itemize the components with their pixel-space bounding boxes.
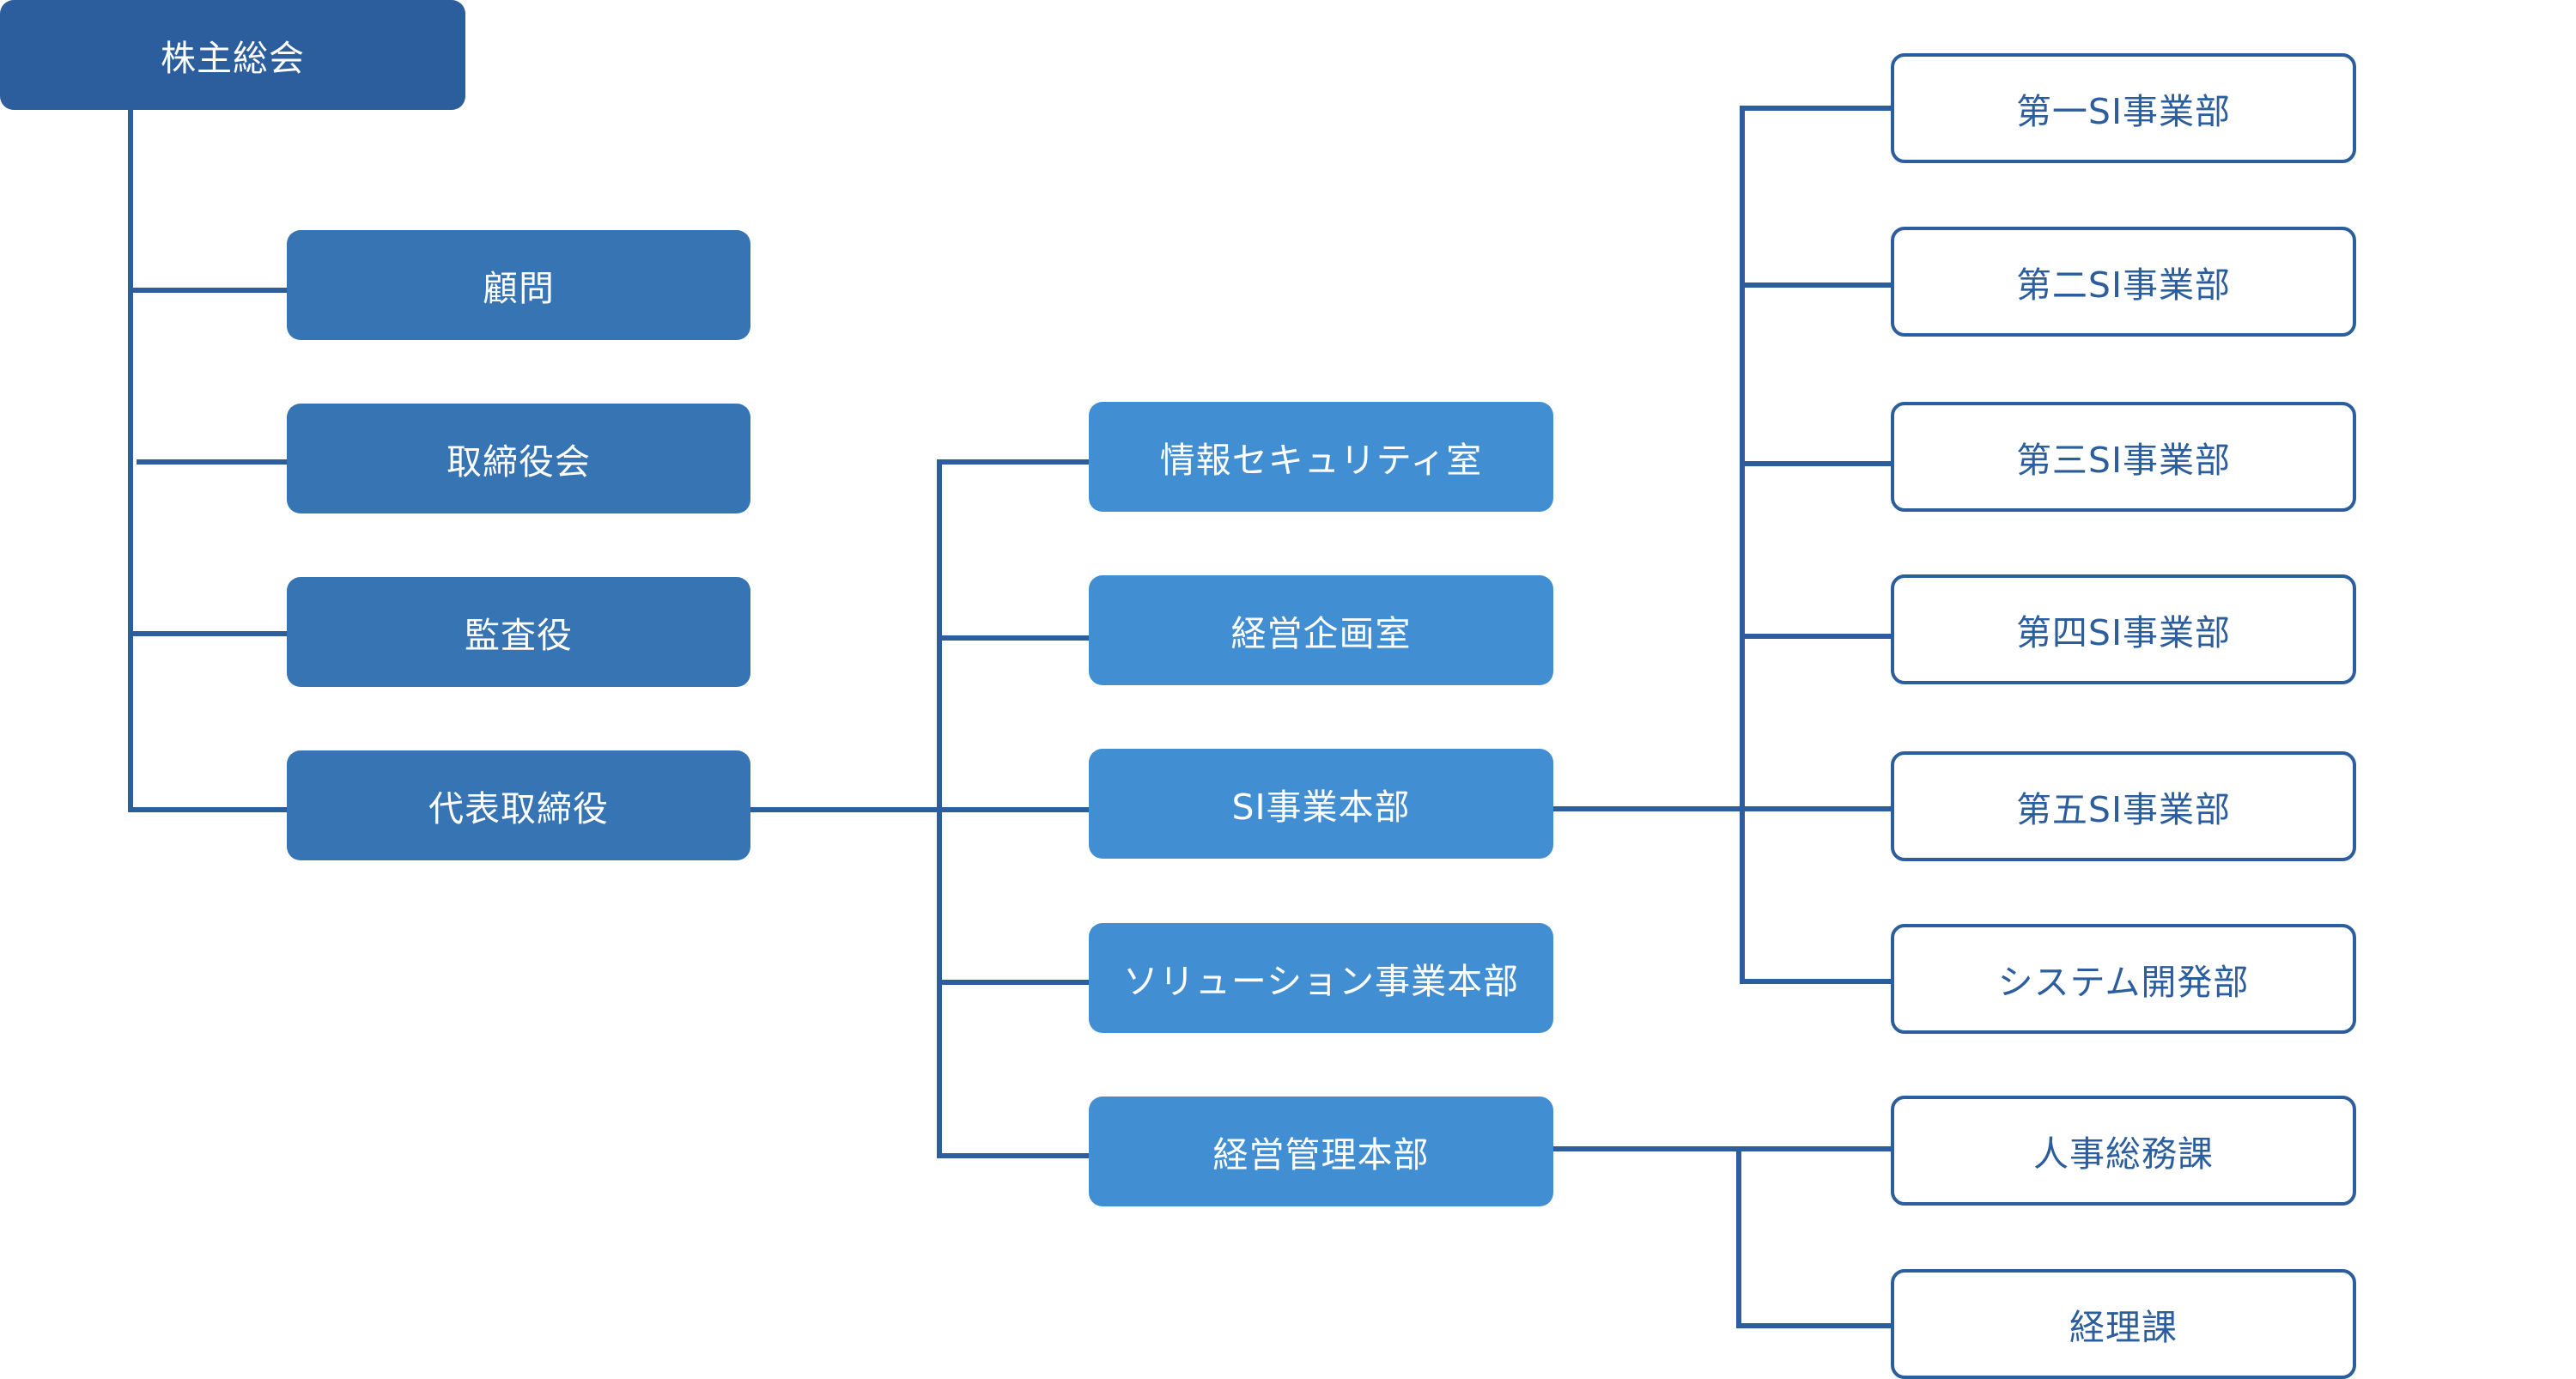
node-auditor: 監査役 (287, 577, 750, 687)
node-solution-division: ソリューション事業本部 (1089, 923, 1553, 1033)
node-system-development-department: システム開発部 (1891, 924, 2356, 1034)
node-si-department-4: 第四SI事業部 (1891, 574, 2356, 684)
node-corporate-planning-office: 経営企画室 (1089, 575, 1553, 685)
node-si-department-2: 第二SI事業部 (1891, 227, 2356, 337)
node-hr-general-affairs-section: 人事総務課 (1891, 1096, 2356, 1206)
node-si-department-1: 第一SI事業部 (1891, 53, 2356, 163)
node-si-department-5: 第五SI事業部 (1891, 751, 2356, 861)
node-si-division: SI事業本部 (1089, 749, 1553, 859)
node-representative-director: 代表取締役 (287, 750, 750, 860)
node-shareholders-meeting: 株主総会 (0, 0, 465, 110)
node-management-division: 経営管理本部 (1089, 1097, 1553, 1206)
node-board-of-directors: 取締役会 (287, 404, 750, 513)
node-advisor: 顧問 (287, 230, 750, 340)
node-si-department-3: 第三SI事業部 (1891, 402, 2356, 512)
node-info-security-office: 情報セキュリティ室 (1089, 402, 1553, 512)
node-accounting-section: 経理課 (1891, 1269, 2356, 1379)
